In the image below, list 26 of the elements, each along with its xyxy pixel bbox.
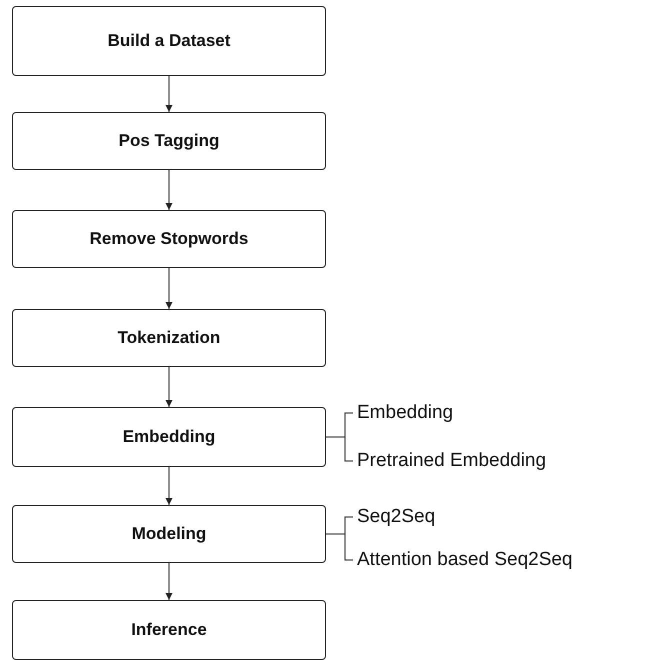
process-box	[12, 505, 326, 563]
arrow	[166, 76, 172, 112]
side-note: Seq2Seq	[357, 504, 437, 530]
side-note: Attention based Seq2Seq	[357, 547, 587, 573]
process-box	[12, 112, 326, 170]
box-label: Pos Tagging	[118, 131, 220, 151]
process-box	[12, 6, 326, 76]
bracket-line	[326, 534, 354, 560]
arrow	[166, 366, 172, 408]
bracket-line	[326, 436, 354, 462]
side-note: Pretrained Embedding	[357, 448, 577, 474]
arrow	[166, 268, 172, 310]
box-label: Build a Dataset	[108, 31, 230, 51]
arrow	[166, 170, 172, 210]
process-box	[12, 600, 326, 660]
box-label: Tokenization	[118, 328, 220, 348]
box-label: Embedding	[122, 427, 216, 447]
arrow	[166, 562, 172, 600]
box-label: Remove Stopwords	[90, 229, 248, 249]
process-box	[12, 407, 326, 467]
box-label: Modeling	[132, 524, 206, 544]
side-note: Embedding	[357, 400, 467, 426]
box-label: Inference	[131, 620, 207, 640]
arrow	[166, 466, 172, 506]
process-box	[12, 309, 326, 367]
process-box	[12, 210, 326, 268]
